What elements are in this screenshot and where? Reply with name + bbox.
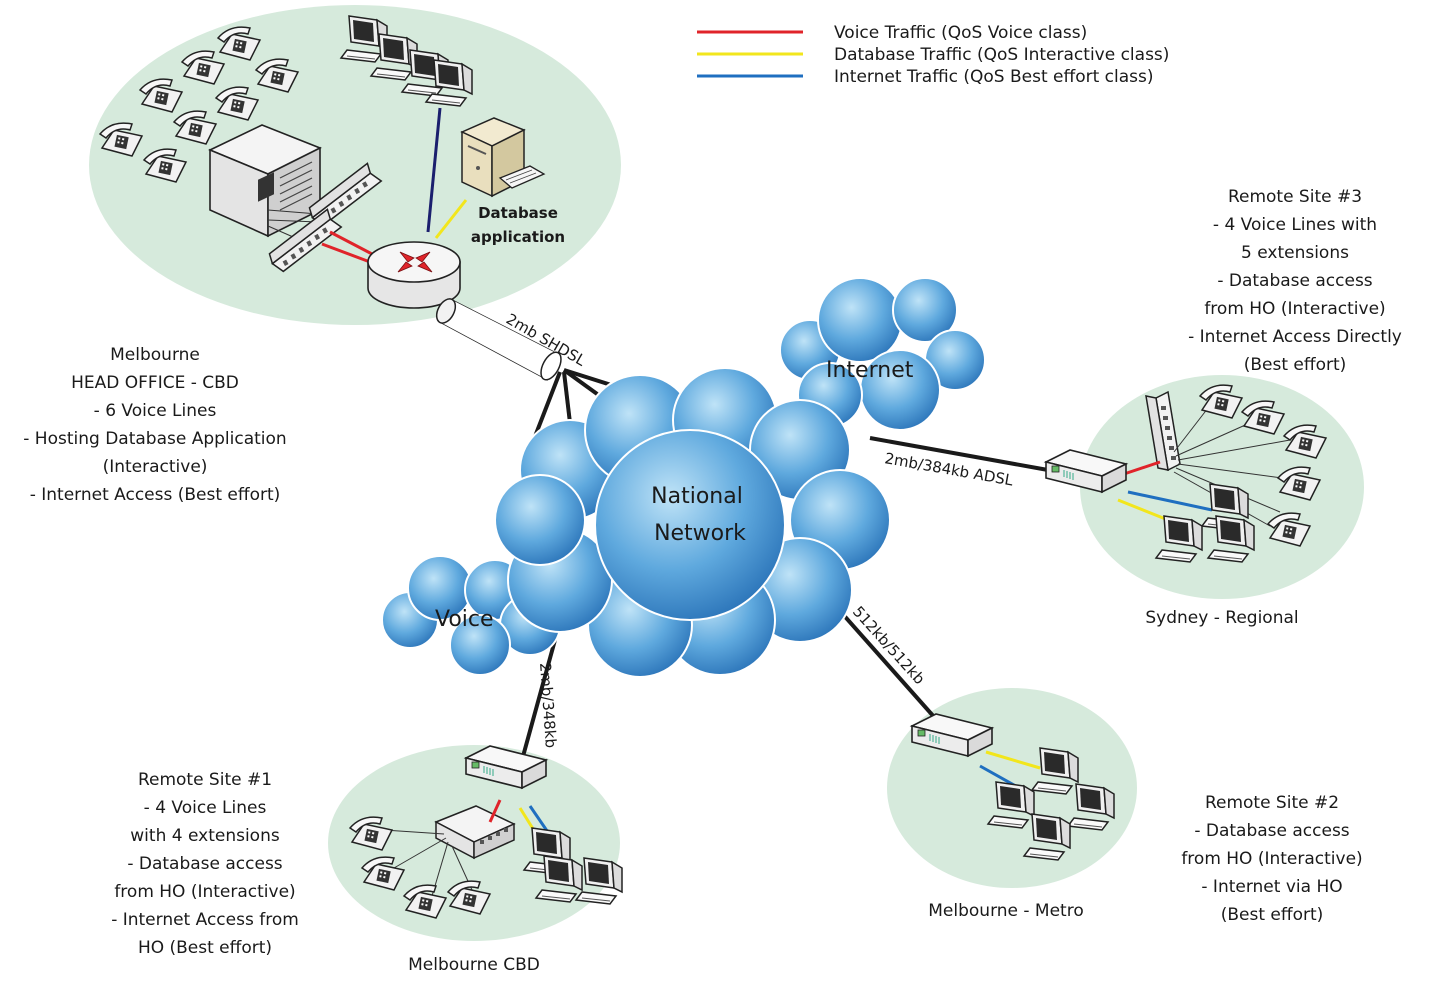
site3-line: - 4 Voice Lines with [1213, 215, 1377, 235]
legend-database-label: Database Traffic (QoS Interactive class) [834, 45, 1169, 65]
sydney-lan [1045, 384, 1327, 563]
internet-cloud-label: Internet [826, 358, 914, 383]
router-icon [367, 241, 461, 309]
site3-line: - Internet Access Directly [1188, 327, 1402, 347]
metro-lan [911, 713, 1115, 861]
site3-line: Remote Site #3 [1228, 187, 1362, 207]
server-icon [460, 117, 546, 198]
cbd-lan [349, 745, 623, 919]
site1-description: Remote Site #1 - 4 Voice Lines with 4 ex… [111, 770, 299, 958]
head-office-lan: Database application [99, 15, 565, 309]
site2-line: - Internet via HO [1201, 877, 1342, 897]
site3-line: (Best effort) [1244, 355, 1347, 375]
head-office-line: - 6 Voice Lines [94, 401, 217, 421]
national-network-cloud [494, 367, 891, 678]
head-office-line: - Internet Access (Best effort) [30, 485, 281, 505]
legend: Voice Traffic (QoS Voice class) Database… [697, 23, 1169, 87]
national-network-label-line1: National [651, 484, 743, 509]
database-application-label-2: application [471, 228, 565, 246]
site2-line: (Best effort) [1221, 905, 1324, 925]
head-office-site-area [89, 5, 621, 325]
site3-description: Remote Site #3 - 4 Voice Lines with 5 ex… [1188, 187, 1402, 375]
sydney-site-name: Sydney - Regional [1145, 608, 1298, 628]
legend-internet-label: Internet Traffic (QoS Best effort class) [834, 67, 1154, 87]
site1-line: from HO (Interactive) [114, 882, 295, 902]
legend-voice-label: Voice Traffic (QoS Voice class) [834, 23, 1087, 43]
site2-description: Remote Site #2 - Database access from HO… [1181, 793, 1362, 925]
site1-line: - Database access [127, 854, 282, 874]
site1-line: Remote Site #1 [138, 770, 272, 790]
cbd-link-label: 2mb/348kb [536, 662, 560, 749]
site3-line: 5 extensions [1241, 243, 1349, 263]
national-network-label-line2: Network [654, 521, 746, 546]
database-application-label-1: Database [478, 204, 558, 222]
pbx-icon [208, 124, 322, 238]
site2-line: from HO (Interactive) [1181, 849, 1362, 869]
site3-line: from HO (Interactive) [1204, 299, 1385, 319]
metro-site-name: Melbourne - Metro [928, 901, 1084, 921]
site1-line: with 4 extensions [130, 826, 280, 846]
metro-link-label: 512kb/512kb [849, 603, 928, 688]
head-office-line: HEAD OFFICE - CBD [71, 373, 239, 393]
site1-line: HO (Best effort) [138, 938, 272, 958]
internet-cloud [779, 277, 986, 431]
voice-cloud [381, 555, 561, 676]
shdsl-link-tube [435, 298, 562, 381]
head-office-line: Melbourne [110, 345, 200, 365]
head-office-description: Melbourne HEAD OFFICE - CBD - 6 Voice Li… [23, 345, 286, 505]
site2-line: - Database access [1194, 821, 1349, 841]
site3-line: - Database access [1217, 271, 1372, 291]
site1-line: - 4 Voice Lines [144, 798, 267, 818]
cbd-site-name: Melbourne CBD [408, 955, 540, 975]
voice-cloud-label: Voice [435, 607, 494, 632]
head-office-line: - Hosting Database Application [23, 429, 286, 449]
site1-line: - Internet Access from [111, 910, 299, 930]
site2-line: Remote Site #2 [1205, 793, 1339, 813]
adsl-link-label: 2mb/384kb ADSL [883, 449, 1015, 489]
head-office-line: (Interactive) [103, 457, 208, 477]
